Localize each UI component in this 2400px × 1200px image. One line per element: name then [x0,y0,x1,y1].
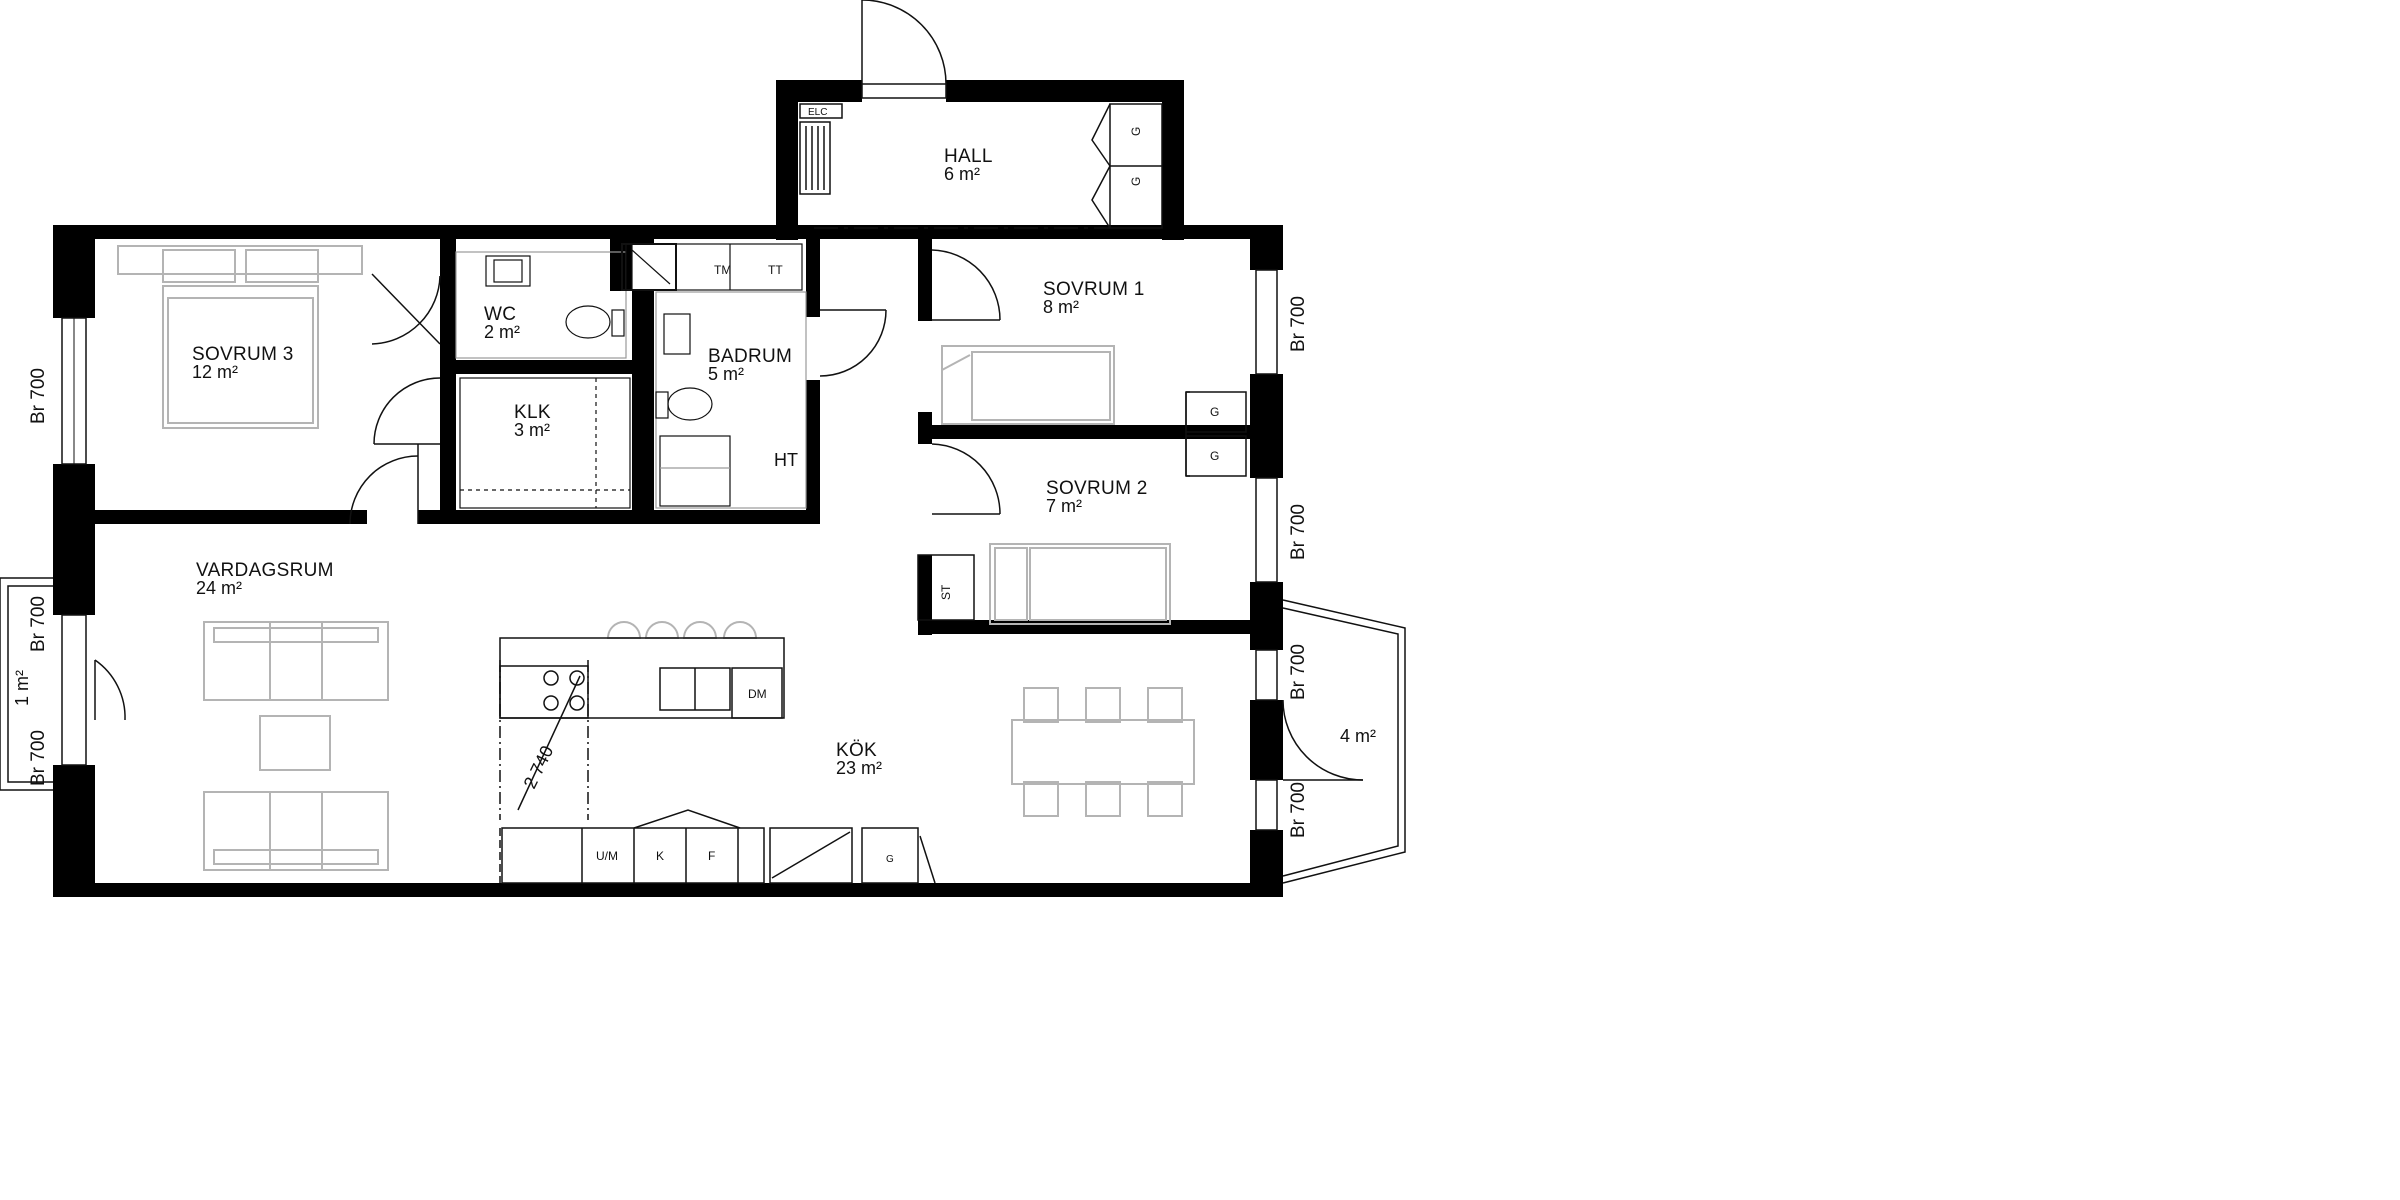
room-name-sovrum2: SOVRUM 2 [1046,478,1148,499]
klk-rail [459,377,631,509]
room-area-wc: 2 m² [484,322,520,342]
fixture-labels: ELC G G G G G TM TT HT ST DM U/M K F [596,107,1219,865]
door-balkong-left [94,659,126,721]
balcony-left-area: 1 m² [12,670,32,706]
door-badrum [806,309,887,380]
dimension-label: 2 740 [520,742,558,791]
label-tm: TM [714,263,731,277]
window-sovrum1 [1250,269,1283,375]
label-garderob: G [1129,177,1143,186]
entrance-door [861,0,947,102]
label-tt: TT [768,263,783,277]
label-garderob: G [886,854,894,865]
window-label: Br 700 [28,596,49,652]
balcony-right-area: 4 m² [1340,726,1376,746]
window-labels: Br 700 Br 700 Br 700 Br 700 Br 700 Br 70… [28,296,1309,838]
window-label: Br 700 [1288,296,1309,352]
doors [94,0,1364,884]
window-kok-upper [1250,649,1283,701]
label-kyl: K [656,849,664,863]
window-sovrum2 [1250,477,1283,583]
room-area-badrum: 5 m² [708,364,744,384]
label-garderob: G [1210,449,1219,463]
room-name-sovrum1: SOVRUM 1 [1043,279,1145,300]
room-area-sovrum2: 7 m² [1046,496,1082,516]
door-balkong-right [1282,699,1364,781]
dimension-line [517,675,581,811]
hob-icon [543,695,559,711]
room-area-klk: 3 m² [514,420,550,440]
badrum-floor-tiles [655,291,807,509]
room-area-hall: 6 m² [944,164,980,184]
door-sovrum1 [918,249,1001,412]
label-elc: ELC [808,107,827,118]
sofa-lower [203,791,389,871]
toilet-icon [565,305,611,339]
room-name-wc: WC [484,304,516,325]
window-vardagsrum [53,614,95,766]
kitchen-island [499,637,785,719]
furniture [117,245,1195,871]
dining-set [1011,687,1195,817]
coffee-table [259,715,331,771]
kitchen-fixtures [499,554,975,884]
window-label: Br 700 [1288,782,1309,838]
storage-st [917,554,975,621]
window-label: Br 700 [28,730,49,786]
window-sovrum3 [53,317,95,465]
room-name-kok: KÖK [836,740,877,761]
room-area-vardagsrum: 24 m² [196,578,242,598]
balcony-left [0,577,53,791]
room-name-sovrum3: SOVRUM 3 [192,344,294,365]
window-label: Br 700 [1288,504,1309,560]
room-name-badrum: BADRUM [708,346,792,367]
room-name-klk: KLK [514,402,551,423]
toilet-icon [667,387,713,421]
shaft [621,243,677,291]
label-um: U/M [596,849,618,863]
room-area-kok: 23 m² [836,758,882,778]
room-name-hall: HALL [944,146,993,167]
lower-cabinets [501,827,765,884]
hob-icon [569,670,585,686]
double-bed [117,245,363,429]
bar-stools [606,621,758,639]
label-garderob: G [1129,127,1143,136]
label-frys: F [708,849,715,863]
door-sovrum2 [931,443,1001,515]
elc-cabinet [799,103,843,119]
door-klk [373,377,441,445]
label-st: ST [939,584,953,600]
room-area-sovrum1: 8 m² [1043,297,1079,317]
window-kok-lower [1250,779,1283,831]
washbasin-icon [663,313,691,355]
wc-floor-tiles [455,251,627,359]
room-name-vardagsrum: VARDAGSRUM [196,560,334,581]
room-area-sovrum3: 12 m² [192,362,238,382]
single-bed-sovrum2 [989,543,1171,625]
door-sovrum3 [349,444,419,525]
windows [53,269,1283,831]
window-label: Br 700 [1288,644,1309,700]
window-label: Br 700 [28,368,49,424]
label-dm: DM [748,687,767,701]
hall-fixtures [799,103,1247,477]
label-garderob: G [1210,405,1219,419]
washbasin-icon [485,255,531,287]
room-labels: HALL 6 m² SOVRUM 1 8 m² SOVRUM 2 7 m² SO… [12,146,1376,778]
sofa-upper [203,621,389,701]
hob-icon [569,695,585,711]
balcony-right [1282,599,1406,884]
door-sovrum3-closet [371,273,441,345]
shoe-rack [799,121,831,195]
hob-icon [543,670,559,686]
door-storage [919,835,936,884]
label-ht: HT [774,450,798,470]
bath-fixtures [455,243,807,509]
single-bed-sovrum1 [941,345,1115,425]
